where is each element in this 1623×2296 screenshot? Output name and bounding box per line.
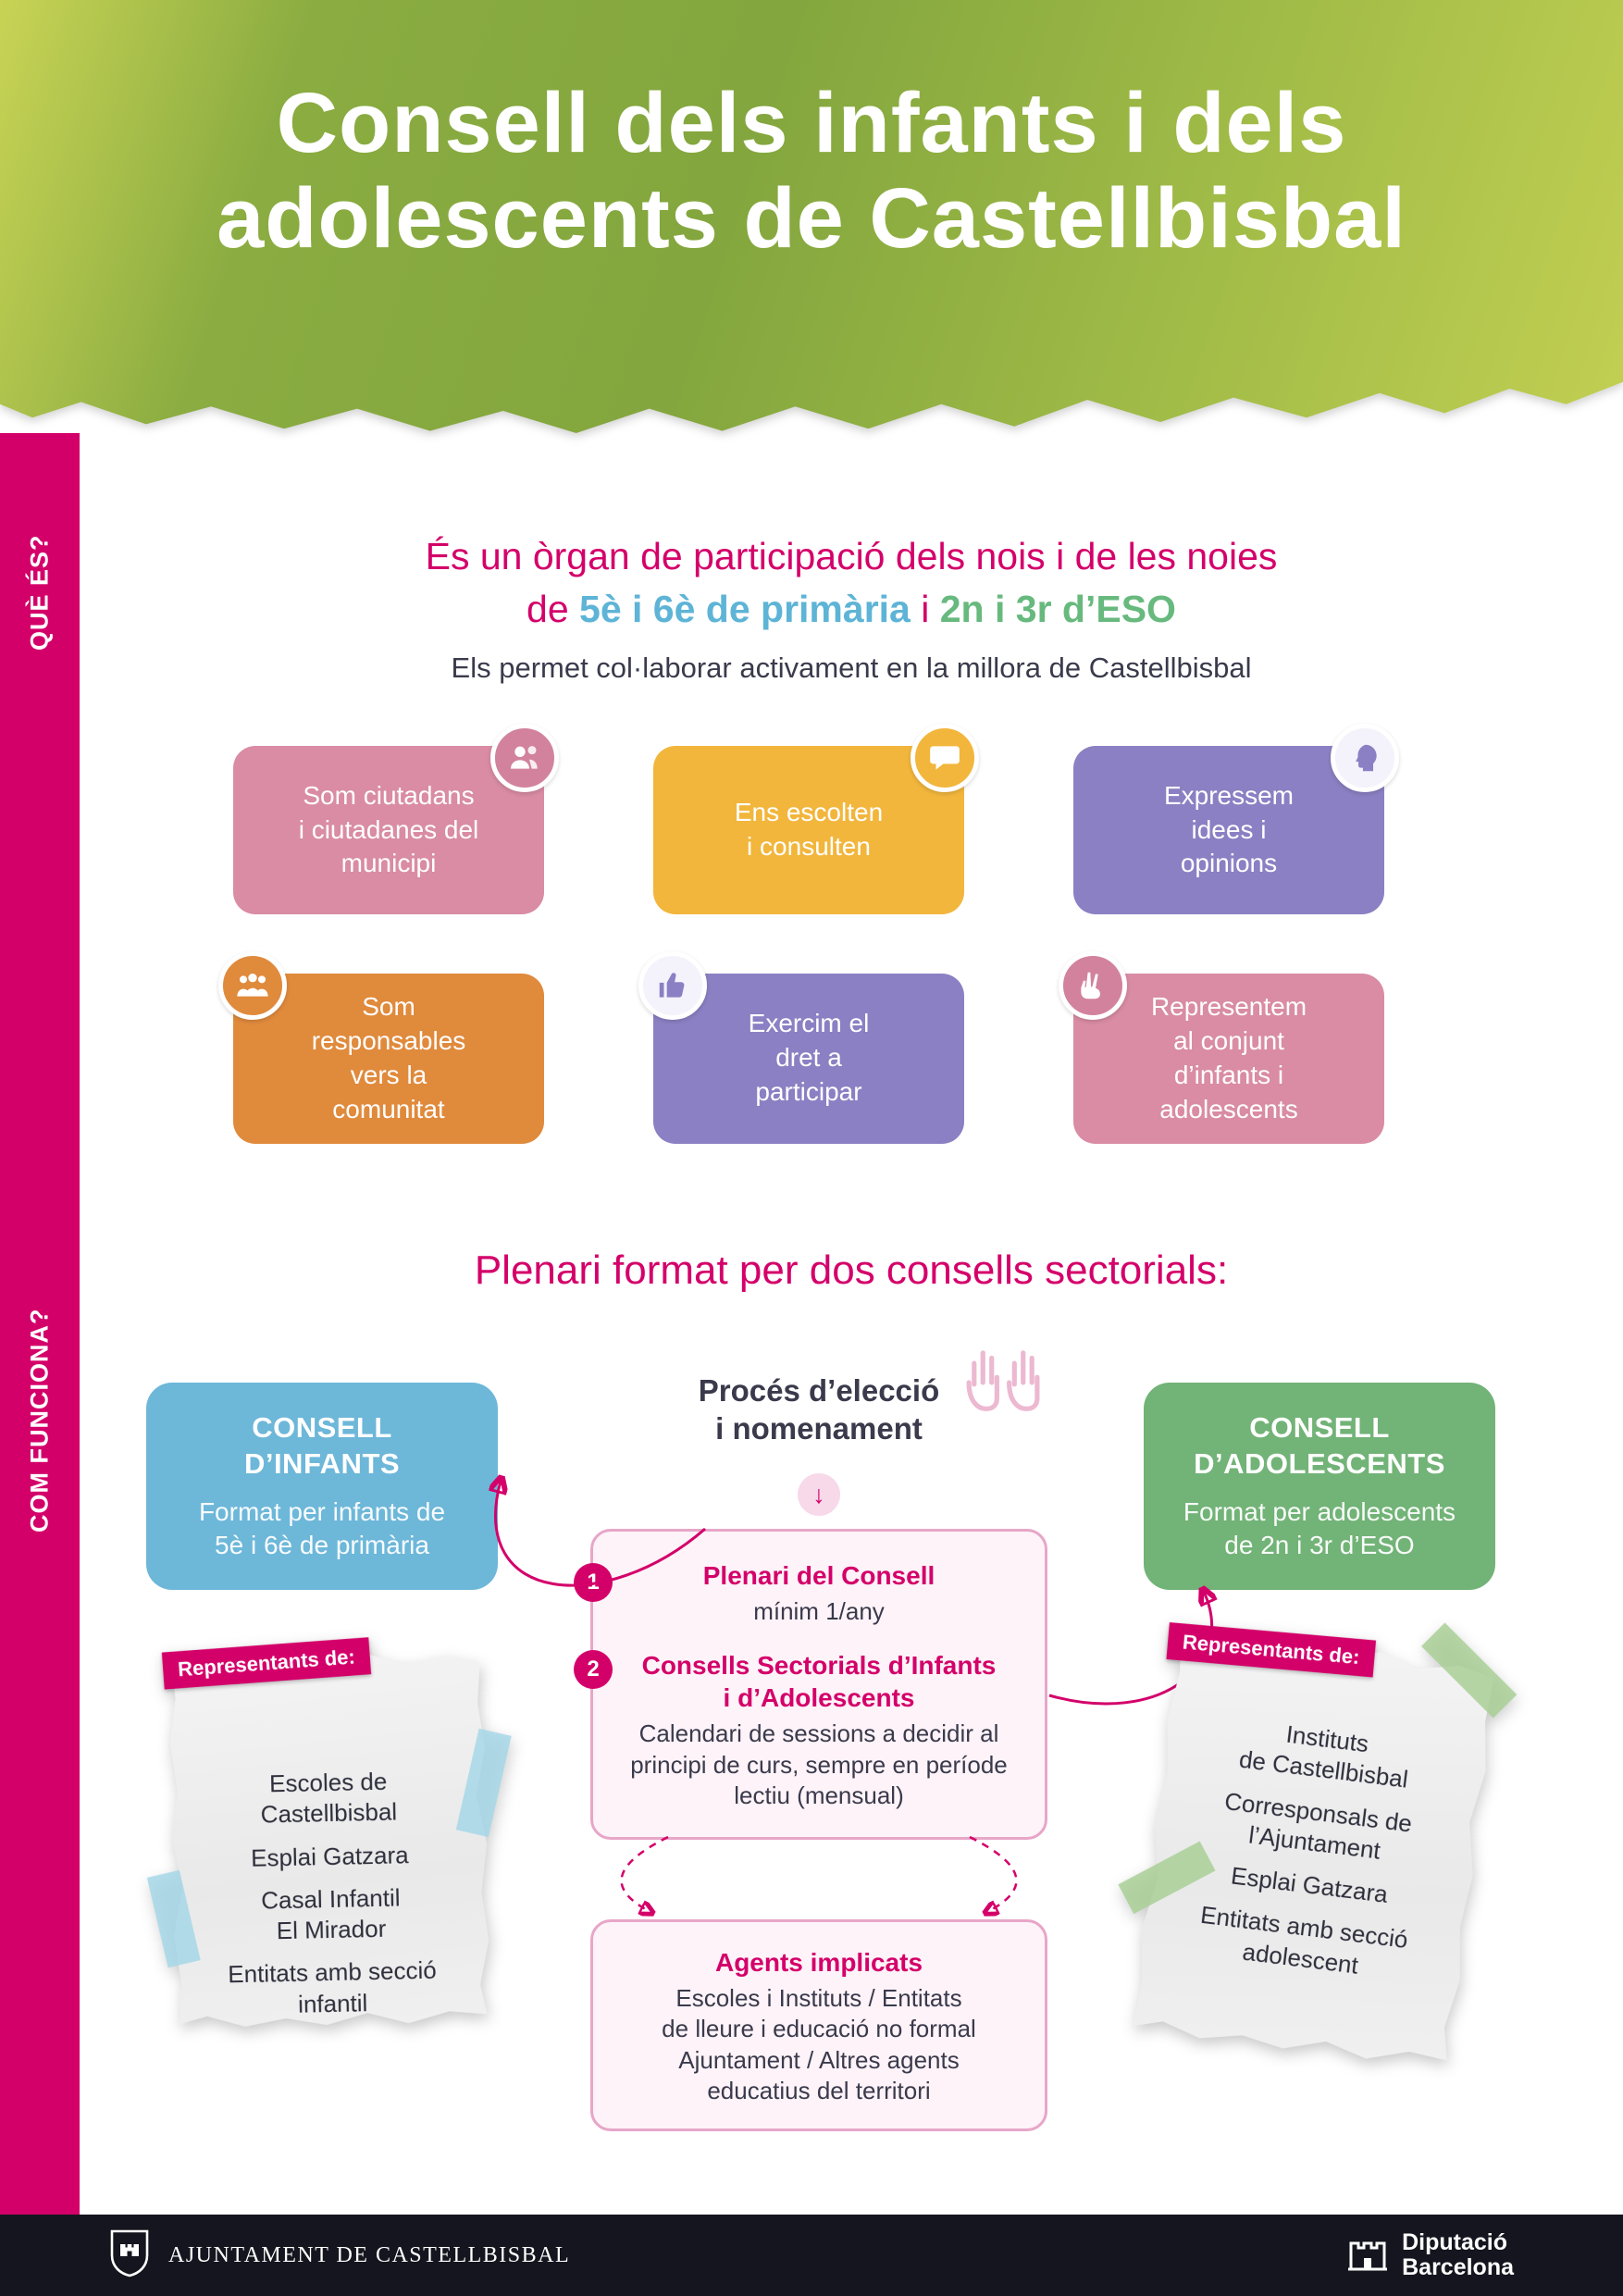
castellbisbal-crest-icon xyxy=(109,2228,150,2283)
dashed-arrow-left xyxy=(620,1835,669,1912)
sidebar-strip xyxy=(0,433,80,2215)
process-title: Procés d’elecció i nomenament xyxy=(698,1373,940,1446)
dashed-arrow-right xyxy=(969,1835,1018,1912)
diputacio-line1: Diputació xyxy=(1402,2229,1508,2255)
feature-label: Representem al conjunt d’infants i adole… xyxy=(1150,992,1307,1123)
feature-card-representem: Representem al conjunt d’infants i adole… xyxy=(1059,951,1384,1144)
page-title: Consell dels infants i dels adolescents … xyxy=(217,76,1406,267)
header: Consell dels infants i dels adolescents … xyxy=(0,0,1623,444)
intro-line2-eso: 2n i 3r d’ESO xyxy=(939,588,1176,630)
consell-infants-title: CONSELL D’INFANTS xyxy=(243,1411,401,1480)
agents-title: Agents implicats xyxy=(714,1948,923,1977)
feature-card-participar: Exercim el dret a participar xyxy=(638,951,964,1144)
diputacio-logo: Diputació Barcelona xyxy=(1346,2230,1514,2280)
community-icon xyxy=(218,951,287,1020)
note-item: Esplai Gatzara xyxy=(250,1840,409,1872)
raised-hands-icon xyxy=(955,1342,1051,1426)
note-item: Casal Infantil El Mirador xyxy=(260,1883,401,1945)
consell-adolescents-title: CONSELL D’ADOLESCENTS xyxy=(1194,1411,1445,1480)
intro-line2: de 5è i 6è de primària i 2n i 3r d’ESO xyxy=(80,588,1623,631)
intro-line1: És un òrgan de participació dels nois i … xyxy=(425,535,1278,577)
sidebar-label-com-funciona: COM FUNCIONA? xyxy=(25,1308,54,1533)
plenari-item2-body: Calendari de sessions a decidir al princ… xyxy=(630,1719,1008,1809)
agents-box: Agents implicats Escoles i Instituts / E… xyxy=(590,1919,1047,2132)
feature-label: Som responsables vers la comunitat xyxy=(311,992,466,1123)
feature-label: Som ciutadans i ciutadanes del municipi xyxy=(298,780,479,878)
section2-heading: Plenari format per dos consells sectoria… xyxy=(474,1247,1229,1293)
citizens-icon xyxy=(490,724,559,792)
step-1-badge: 1 xyxy=(574,1563,613,1602)
intro-line2-mid: i xyxy=(910,588,940,630)
diputacio-line2: Barcelona xyxy=(1402,2254,1514,2280)
ajuntament-logo: AJUNTAMENT DE CASTELLBISBAL xyxy=(109,2228,570,2283)
ajuntament-label: AJUNTAMENT DE CASTELLBISBAL xyxy=(168,2242,571,2267)
plenari-item2-title: Consells Sectorials d’Infants i d’Adoles… xyxy=(641,1651,997,1713)
step-2-badge: 2 xyxy=(574,1650,613,1689)
footer: AJUNTAMENT DE CASTELLBISBAL Diputació Ba… xyxy=(0,2215,1623,2296)
consell-infants-body: Format per infants de 5è i 6è de primàri… xyxy=(198,1496,446,1559)
thumbs-up-icon xyxy=(638,951,707,1020)
consell-adolescents-body: Format per adolescents de 2n i 3r d’ESO xyxy=(1183,1496,1456,1559)
feature-card-expressem: Expressem idees i opinions xyxy=(1073,724,1399,914)
diputacio-label: Diputació Barcelona xyxy=(1402,2230,1514,2280)
consell-infants-card: CONSELL D’INFANTS Format per infants de … xyxy=(146,1383,498,1591)
plenari-box: 1 2 Plenari del Consell mínim 1/any Cons… xyxy=(574,1529,1047,1841)
chat-icon xyxy=(911,724,979,792)
diputacio-logo-icon xyxy=(1346,2232,1389,2279)
feature-card-escolten: Ens escolten i consulten xyxy=(653,724,979,914)
intro-section: És un òrgan de participació dels nois i … xyxy=(80,535,1623,685)
note-representants-infants: Representants de: Escoles de Castellbisb… xyxy=(146,1637,512,2028)
agents-body: Escoles i Instituts / Entitats de lleure… xyxy=(662,1984,976,2104)
feature-label: Ens escolten i consulten xyxy=(734,798,884,861)
sidebar-label-que-es: QUÈ ÉS? xyxy=(25,534,54,651)
intro-line2-primaria: 5è i 6è de primària xyxy=(579,588,911,630)
feature-grid: Som ciutadans i ciutadanes del municipi … xyxy=(218,724,1399,1144)
feature-label: Expressem idees i opinions xyxy=(1163,780,1295,878)
feature-label: Exercim el dret a participar xyxy=(748,1009,870,1107)
note-item: Escoles de Castellbisbal xyxy=(260,1767,398,1829)
note-representants-adolescents: Representants de: Instituts de Castellbi… xyxy=(1118,1622,1518,2068)
plenari-item1-title: Plenari del Consell xyxy=(702,1561,935,1590)
intro-line2-prefix: de xyxy=(527,588,580,630)
plenari-item1-body: mínim 1/any xyxy=(753,1597,885,1625)
feature-card-ciutadans: Som ciutadans i ciutadanes del municipi xyxy=(233,724,559,914)
header-green-band: Consell dels infants i dels adolescents … xyxy=(0,0,1623,433)
down-arrow-icon: ↓ xyxy=(798,1473,840,1516)
ideas-icon xyxy=(1331,724,1399,792)
torn-paper: Escoles de Castellbisbal Esplai Gatzara … xyxy=(168,1651,490,2028)
feature-card-responsables: Som responsables vers la comunitat xyxy=(218,951,544,1144)
intro-line3: Els permet col·laborar activament en la … xyxy=(451,652,1252,684)
note-item: Entitats amb secció infantil xyxy=(227,1955,438,2018)
peace-hand-icon xyxy=(1059,951,1127,1020)
consell-adolescents-card: CONSELL D’ADOLESCENTS Format per adolesc… xyxy=(1144,1383,1495,1591)
